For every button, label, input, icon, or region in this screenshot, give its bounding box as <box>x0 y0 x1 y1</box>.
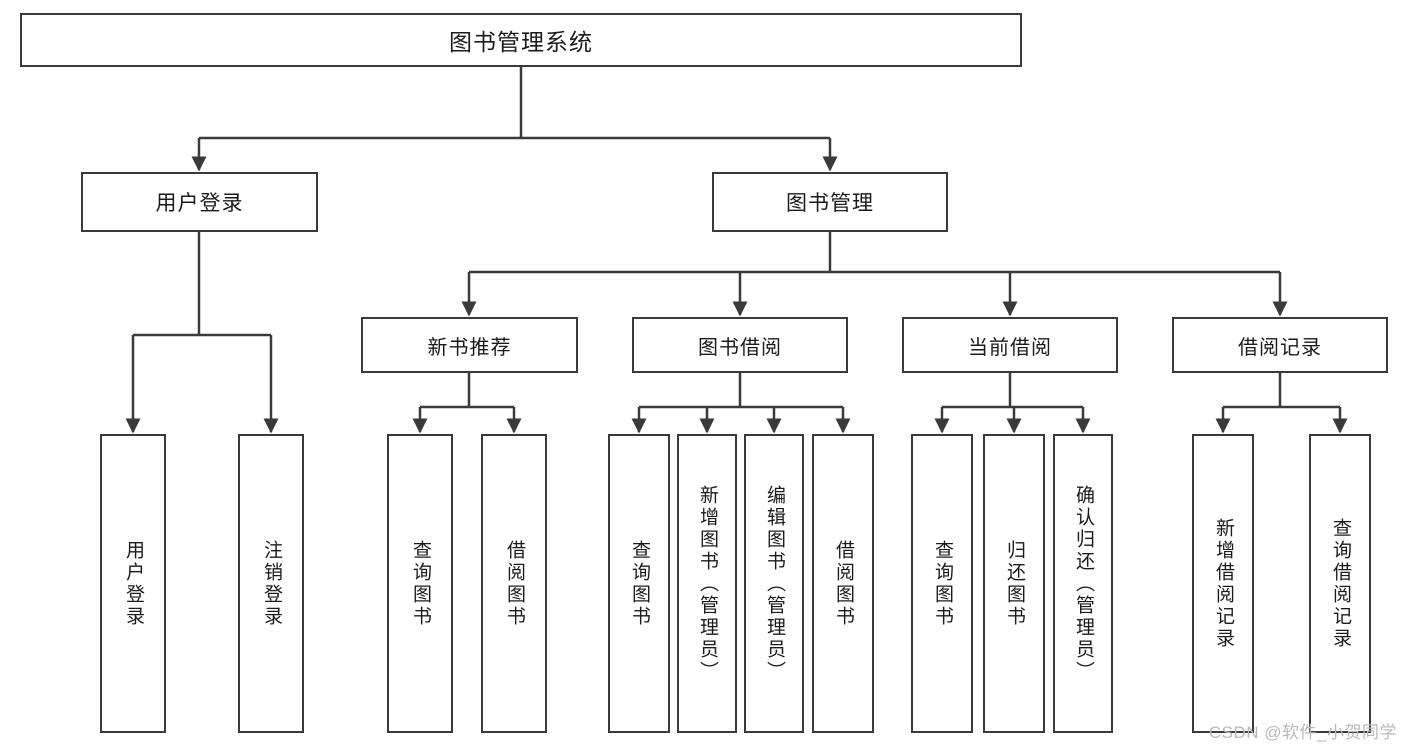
node-label: 编辑图书（管理员） <box>764 484 786 683</box>
node-root-图书管理系统[interactable]: 图书管理系统 <box>20 13 1022 67</box>
node-label: 确认归还（管理员） <box>1073 484 1095 683</box>
node-return-book[interactable]: 归还图书 <box>983 434 1045 733</box>
node-confirm-return[interactable]: 确认归还（管理员） <box>1053 434 1113 733</box>
node-edit-book-admin[interactable]: 编辑图书（管理员） <box>744 434 804 733</box>
node-book-borrow[interactable]: 图书借阅 <box>632 317 848 373</box>
node-cur-query-book[interactable]: 查询图书 <box>911 434 973 733</box>
node-rec-borrow-book[interactable]: 借阅图书 <box>481 434 547 733</box>
node-add-record[interactable]: 新增借阅记录 <box>1192 434 1254 733</box>
node-label: 新增借阅记录 <box>1213 517 1235 650</box>
node-label: 注销登录 <box>261 539 283 628</box>
node-borrow-record[interactable]: 借阅记录 <box>1172 317 1388 373</box>
node-borrow-book[interactable]: 借阅图书 <box>812 434 874 733</box>
node-label: 图书管理系统 <box>449 29 593 55</box>
node-label: 用户登录 <box>123 539 145 628</box>
node-book-manage[interactable]: 图书管理 <box>712 172 948 232</box>
node-label: 借阅图书 <box>504 539 526 628</box>
node-label: 新增图书（管理员） <box>697 484 719 683</box>
node-label: 归还图书 <box>1004 539 1026 628</box>
node-label: 借阅记录 <box>1238 336 1322 359</box>
node-label: 新书推荐 <box>427 336 512 359</box>
node-label: 查询借阅记录 <box>1330 517 1352 650</box>
node-current-borrow[interactable]: 当前借阅 <box>902 317 1118 373</box>
node-label: 图书借阅 <box>698 336 782 359</box>
node-label: 查询图书 <box>932 539 954 628</box>
node-label: 当前借阅 <box>968 336 1052 359</box>
node-rec-query-book[interactable]: 查询图书 <box>387 434 453 733</box>
node-query-record[interactable]: 查询借阅记录 <box>1309 434 1371 733</box>
node-label: 查询图书 <box>410 539 432 628</box>
node-new-book-rec[interactable]: 新书推荐 <box>361 317 578 373</box>
node-borrow-query-book[interactable]: 查询图书 <box>608 434 670 733</box>
node-label: 查询图书 <box>629 539 651 628</box>
node-user-logout[interactable]: 注销登录 <box>238 434 304 733</box>
node-label: 借阅图书 <box>833 539 855 628</box>
node-user-login[interactable]: 用户登录 <box>81 172 318 232</box>
node-label: 用户登录 <box>155 192 244 215</box>
node-add-book-admin[interactable]: 新增图书（管理员） <box>677 434 737 733</box>
node-user-login-do[interactable]: 用户登录 <box>100 434 166 733</box>
csdn-watermark: CSDN @软件_小贺同学 <box>1208 723 1397 742</box>
node-label: 图书管理 <box>786 192 874 215</box>
